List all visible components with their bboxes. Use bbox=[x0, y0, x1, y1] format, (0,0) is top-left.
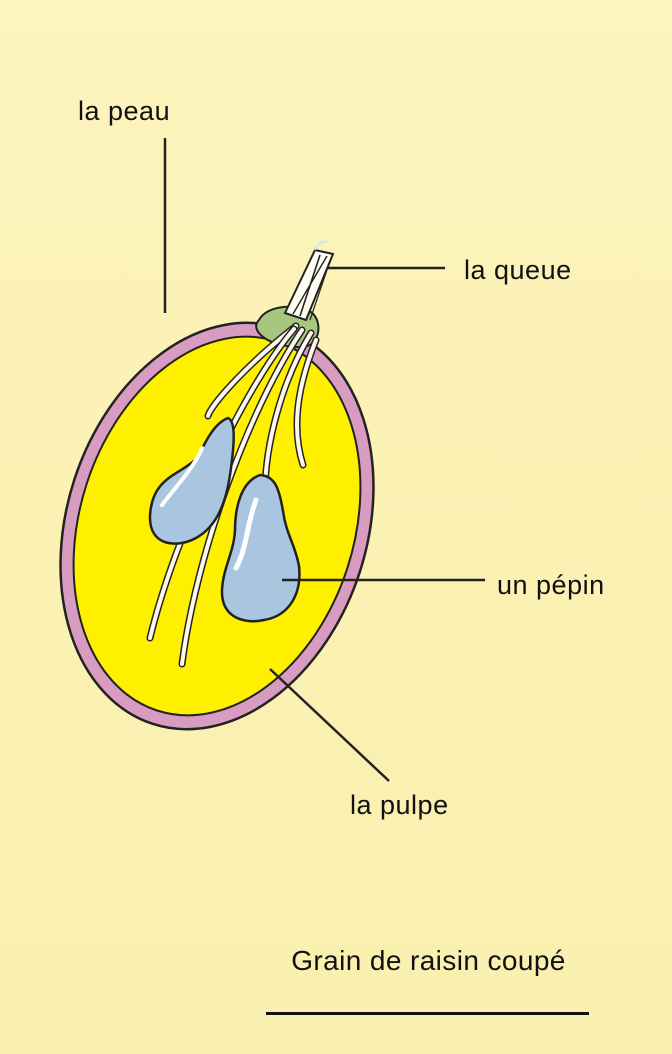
pulp-label: la pulpe bbox=[350, 790, 449, 821]
stem-label: la queue bbox=[464, 255, 572, 286]
caption-underline bbox=[266, 1012, 589, 1015]
pulp-leader-line bbox=[270, 669, 389, 781]
stem bbox=[285, 242, 333, 320]
seed-label: un pépin bbox=[497, 570, 605, 601]
diagram-caption: Grain de raisin coupé bbox=[246, 945, 611, 977]
skin-label: la peau bbox=[78, 96, 170, 127]
